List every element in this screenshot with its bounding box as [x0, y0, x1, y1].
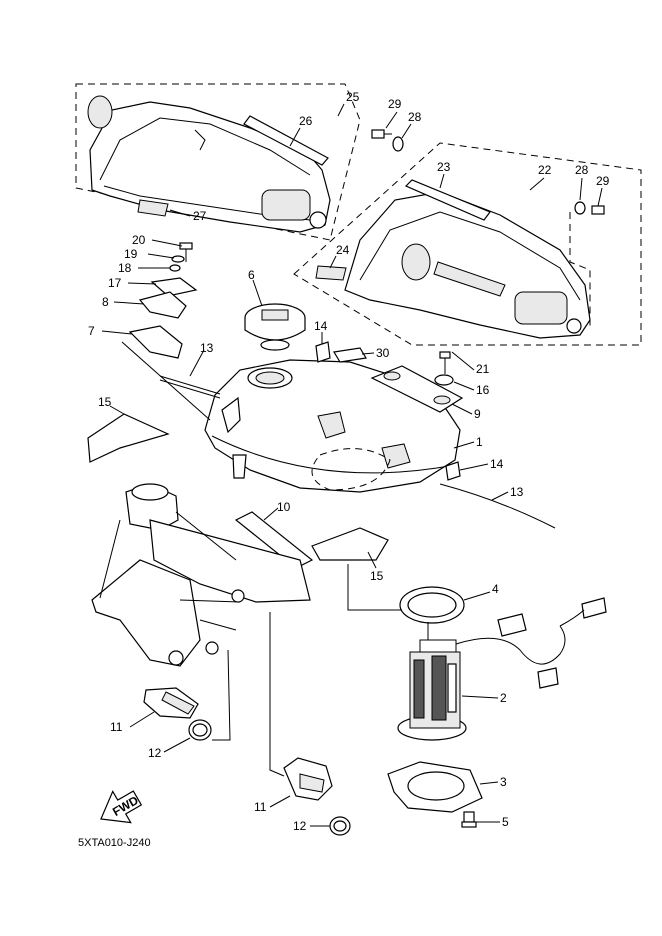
right-decal-strip: [404, 179, 491, 221]
fuel-pump-2: [397, 639, 467, 741]
callout-6: 6: [248, 268, 255, 282]
left-small-emblem: [137, 199, 169, 217]
label-30: [333, 347, 367, 363]
screw-29-right: [591, 205, 605, 215]
left-cover-group-outline: [75, 83, 361, 241]
right-cover-group-outline: [293, 142, 642, 346]
callout-19: 19: [124, 247, 138, 261]
bolt-5: [461, 811, 477, 828]
callout-25: 25: [346, 90, 360, 104]
callout-26: 26: [299, 114, 313, 128]
diagram-code: 5XTA010-J240: [78, 837, 151, 849]
cover-11-left: [143, 687, 199, 719]
cap-lock-17: [150, 277, 198, 297]
cover-11-bottom: [283, 757, 333, 801]
callout-23: 23: [437, 160, 451, 174]
damper-15-left: [87, 413, 170, 463]
washer-28-left: [392, 136, 404, 152]
callout-14-lower: 14: [490, 457, 504, 471]
tank-pad-9: [370, 365, 464, 413]
right-side-cover: [344, 191, 591, 339]
callout-12-left: 12: [148, 746, 162, 760]
callout-15-left: 15: [98, 395, 112, 409]
callout-27: 27: [193, 209, 207, 223]
callout-22: 22: [538, 163, 552, 177]
callout-7: 7: [88, 324, 95, 338]
hose-13-left: [159, 375, 221, 399]
callout-8: 8: [102, 295, 109, 309]
callout-11-bottom: 11: [254, 800, 267, 814]
callout-28-right: 28: [575, 163, 589, 177]
gasket-4: [399, 586, 465, 624]
washer-28-right: [574, 201, 586, 215]
clip-14-upper: [315, 341, 331, 363]
callout-13-right: 13: [510, 485, 524, 499]
callout-20: 20: [132, 233, 146, 247]
leader-lines: [101, 103, 603, 827]
right-small-emblem: [315, 265, 347, 281]
callout-15-right: 15: [370, 569, 384, 583]
cap-plate-8: [138, 291, 187, 319]
clamp-12-bottom: [329, 816, 351, 836]
frame: [91, 483, 311, 667]
callout-29-right: 29: [596, 174, 610, 188]
screw-29-left: [371, 129, 392, 139]
callout-9: 9: [474, 407, 481, 421]
right-screw-path: [569, 212, 591, 330]
callout-3: 3: [500, 775, 507, 789]
callout-4: 4: [492, 582, 499, 596]
callout-5: 5: [502, 815, 509, 829]
callout-16: 16: [476, 383, 490, 397]
callout-14-upper: 14: [314, 319, 328, 333]
washer-16: [434, 374, 454, 386]
clamp-12-left: [188, 719, 212, 741]
callout-24: 24: [336, 243, 350, 257]
callout-18: 18: [118, 261, 132, 275]
pump-wiring-harness: [455, 597, 607, 689]
fwd-arrow-icon: FWD: [100, 790, 143, 824]
washer-18: [169, 264, 181, 272]
fuel-tank-1: [204, 359, 461, 493]
callout-13-left: 13: [200, 341, 214, 355]
left-side-cover: [87, 95, 331, 233]
callout-17: 17: [108, 276, 122, 290]
callout-labels: 25 26 29 28 23 22 28 29 27 24 20 19 18 1…: [78, 90, 610, 849]
callout-21: 21: [476, 362, 490, 376]
callout-12-bottom: 12: [293, 819, 307, 833]
callout-2: 2: [500, 691, 507, 705]
callout-29-left: 29: [388, 97, 402, 111]
clip-14-lower: [445, 461, 461, 481]
left-decal-strip: [243, 115, 329, 166]
filler-cap-6: [244, 303, 306, 351]
callout-1: 1: [476, 435, 483, 449]
damper-15-right: [311, 527, 389, 561]
callout-10: 10: [277, 500, 291, 514]
callout-28-left: 28: [408, 110, 422, 124]
pump-plate-3: [387, 761, 483, 813]
callout-30: 30: [376, 346, 390, 360]
bolt-21: [439, 351, 451, 374]
callout-11-left: 11: [110, 720, 123, 734]
hose-13-right: [439, 483, 556, 529]
washer-19: [171, 255, 185, 263]
cap-hinge-7: [128, 325, 183, 359]
bracket-10: [234, 511, 314, 569]
